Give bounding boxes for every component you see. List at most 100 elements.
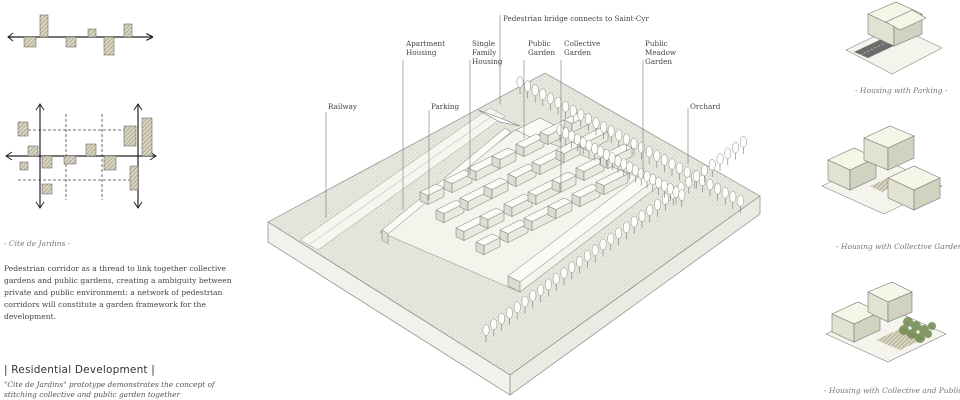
- housing-block: [547, 197, 573, 220]
- tree: [721, 186, 729, 205]
- tree: [529, 290, 537, 308]
- tree: [569, 104, 577, 123]
- housing-block: [551, 171, 577, 194]
- tree: [660, 154, 668, 172]
- tree: [600, 121, 608, 140]
- tree: [562, 100, 570, 119]
- garden-block: [87, 28, 97, 38]
- housing-block: [595, 169, 629, 196]
- tree: [732, 141, 740, 160]
- housing-block: [555, 141, 581, 164]
- tree: [631, 164, 639, 183]
- tree: [607, 233, 615, 251]
- label-parking: Parking: [431, 102, 460, 111]
- tree: [693, 170, 701, 189]
- tree: [615, 227, 623, 246]
- tree: [630, 215, 638, 234]
- tree: [685, 176, 693, 194]
- tree: [607, 125, 615, 144]
- tree: [678, 189, 686, 208]
- garden-block: [123, 23, 133, 38]
- tree: [539, 88, 547, 107]
- housing-block: [515, 133, 545, 158]
- label-meadow: Public Meadow Garden: [645, 39, 676, 66]
- tree: [716, 153, 724, 171]
- tree: [672, 186, 680, 204]
- label-bridge: Pedestrian bridge connects to Saint-Cyr: [503, 14, 649, 23]
- tree: [583, 250, 591, 268]
- tree: [661, 193, 669, 211]
- garden-block: [103, 36, 115, 56]
- housing-block: [503, 193, 533, 218]
- tree: [537, 284, 545, 303]
- tree: [577, 109, 585, 127]
- tree: [505, 307, 513, 325]
- section-heading: | Residential Development |: [4, 364, 156, 376]
- housing-block: [571, 183, 601, 208]
- tree: [676, 162, 684, 181]
- tree: [622, 133, 630, 152]
- tree: [615, 129, 623, 148]
- tree: [668, 158, 676, 176]
- tree: [708, 158, 716, 177]
- description-text: Pedestrian corridor as a thread to link …: [4, 264, 232, 321]
- housing-block: [435, 199, 465, 224]
- tree: [544, 278, 552, 297]
- tree: [591, 244, 599, 263]
- label-public-garden: Public Garden: [528, 39, 555, 57]
- linear-corridor-diagram: [7, 14, 160, 56]
- tree: [498, 312, 506, 331]
- tree: [622, 221, 630, 240]
- tree: [706, 178, 714, 197]
- tree: [714, 182, 722, 201]
- tree: [524, 80, 532, 99]
- tree: [645, 145, 653, 164]
- caption-collective-public: - Housing with Collective and Public Gar…: [824, 386, 960, 395]
- housing-block: [575, 157, 605, 182]
- tree: [638, 210, 646, 228]
- pedestrian-bridge: [477, 109, 521, 127]
- tree: [568, 130, 576, 149]
- tree: [490, 318, 498, 337]
- label-single-family: Single Family Housing: [472, 39, 503, 66]
- tree: [653, 150, 661, 168]
- label-collective-garden: Collective Garden: [564, 39, 601, 57]
- tree: [584, 113, 592, 131]
- tree: [700, 164, 708, 183]
- tree: [482, 324, 490, 342]
- label-apartment: Apartment Housing: [406, 39, 445, 57]
- tree: [654, 198, 662, 217]
- network-corridor-diagram: [5, 103, 157, 209]
- housing-block: [479, 207, 505, 230]
- housing-block: [443, 169, 473, 194]
- caption-parking: - Housing with Parking -: [855, 86, 948, 95]
- tree: [646, 204, 654, 223]
- tree: [513, 301, 521, 320]
- tree: [552, 272, 560, 291]
- garden-block: [65, 36, 77, 48]
- tree: [554, 96, 562, 115]
- typology-collective-public: [825, 281, 947, 363]
- typology-collective: [821, 125, 943, 215]
- tree: [724, 147, 732, 166]
- tree: [630, 137, 638, 156]
- tree: [546, 92, 554, 111]
- tree: [599, 238, 607, 257]
- label-orchard: Orchard: [690, 102, 721, 111]
- garden-block: [23, 36, 37, 48]
- label-railway: Railway: [328, 102, 357, 111]
- tree: [516, 76, 524, 94]
- tree: [736, 195, 744, 213]
- tree: [576, 255, 584, 274]
- diagram-caption: - Cite de Jardins -: [4, 239, 71, 248]
- tree: [739, 136, 747, 154]
- typology-parking: [845, 1, 943, 75]
- orchard-trees: [482, 76, 747, 342]
- garden-block: [39, 14, 49, 38]
- tree: [531, 84, 539, 103]
- tree: [521, 295, 529, 314]
- tree: [729, 191, 737, 209]
- caption-collective: - Housing with Collective Gardens -: [836, 242, 960, 251]
- tree: [556, 124, 564, 142]
